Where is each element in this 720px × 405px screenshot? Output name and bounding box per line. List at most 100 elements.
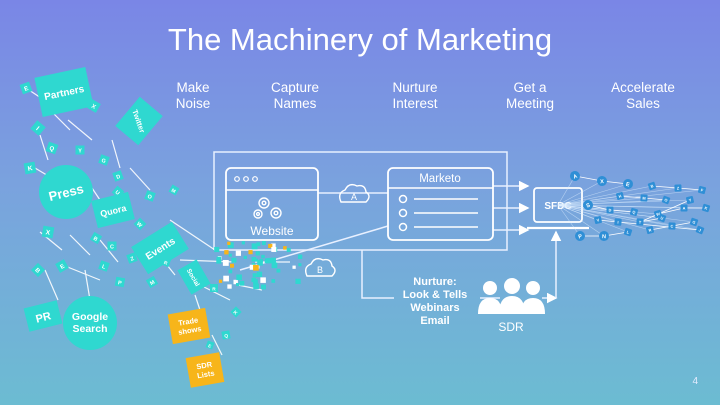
sales-tile: C (668, 222, 676, 230)
marketo-label: Marketo (419, 173, 461, 185)
lead-dot (253, 283, 259, 290)
sales-tile: O (661, 195, 671, 205)
sales-tile: B (647, 181, 657, 191)
source-tile-label: G (100, 158, 106, 165)
sales-tile: N (599, 231, 609, 241)
connector-cloud-b: B (304, 257, 336, 277)
sales-tile-label: G (692, 220, 696, 225)
sales-link (557, 204, 605, 237)
lead-dot (235, 250, 241, 256)
stage-accelerate-sales: Accelerate Sales (611, 80, 675, 111)
source-tile-label: E (24, 86, 30, 93)
source-tile: E (19, 81, 33, 95)
sales-link (657, 207, 685, 215)
lead-dot (255, 251, 260, 256)
people-icon (478, 278, 545, 314)
lead-dot (224, 250, 229, 255)
source-tile: E (205, 340, 215, 350)
marketo-box: Marketo (387, 167, 494, 241)
channel-trade-shows: Tradeshows (167, 307, 211, 345)
source-tile: M (145, 275, 159, 289)
channel-press: Press (39, 165, 93, 219)
source-tile-label: L (101, 264, 107, 271)
source-tile-label: Q (48, 146, 55, 153)
lead-dot (255, 258, 259, 262)
sales-link (557, 175, 576, 206)
sales-tile: S (583, 200, 593, 210)
sales-tile-label: S (586, 203, 592, 210)
source-tile-label: B (92, 236, 98, 243)
source-tile: Y (75, 145, 85, 155)
channel-social: Social (177, 259, 211, 295)
source-tile: R (210, 284, 218, 293)
source-tile: Z (126, 252, 138, 264)
list-icon (398, 194, 478, 232)
sales-link (557, 180, 603, 206)
sales-tile-label: N (602, 234, 606, 240)
lead-dot (271, 243, 276, 248)
sales-tile-label: E (625, 182, 630, 189)
lead-dot (260, 277, 266, 283)
source-tile: M (168, 184, 180, 196)
source-tile: U (111, 185, 125, 199)
lead-dot (251, 256, 257, 262)
source-tile-label: M (170, 188, 176, 195)
sales-tile-label: M (642, 196, 645, 200)
sales-link (677, 187, 703, 191)
source-tile: B (89, 231, 103, 245)
sales-tile: V (594, 216, 602, 224)
slide-title: The Machinery of Marketing (167, 22, 553, 57)
source-tile-label: I (34, 125, 40, 132)
lead-dot (236, 274, 242, 281)
channel-partners: Partners (34, 67, 94, 117)
sales-tile: H (615, 191, 625, 201)
lead-dots (214, 241, 303, 290)
sales-tile: P (575, 231, 585, 241)
sfdc-label: SFDC (544, 201, 571, 212)
sales-tile-label: X (600, 179, 604, 185)
source-tile-label: P (117, 280, 122, 287)
sales-tile-label: B (650, 184, 654, 189)
lead-dot (256, 242, 261, 247)
source-tile-label: E (60, 264, 66, 271)
source-tile: L (98, 260, 110, 272)
lead-dot (271, 246, 277, 252)
lead-dot (252, 273, 257, 278)
source-tile-label: D (116, 174, 122, 181)
lead-dot (243, 255, 247, 259)
lead-dot (227, 284, 232, 289)
sales-tile: D (606, 206, 614, 214)
lead-dot (253, 279, 258, 285)
source-tile-label: C (110, 245, 114, 251)
source-tile-label: X (45, 229, 51, 237)
lead-dot (231, 257, 237, 263)
sales-tile: X (597, 176, 607, 186)
channel-quora: Quora (91, 191, 135, 229)
page-number: 4 (692, 376, 698, 387)
sales-tile-label: O (664, 198, 668, 203)
stage-nurture-interest: Nurture Interest (392, 80, 438, 111)
source-tile: D (112, 170, 124, 182)
lead-dot (218, 279, 223, 283)
source-tile: Q (221, 330, 231, 340)
lead-dot (248, 250, 253, 255)
source-tile: G (98, 154, 110, 166)
source-tile-label: R (212, 287, 216, 293)
lead-dot (251, 262, 256, 267)
sales-tile-label: H (618, 194, 622, 199)
sales-tile: A (570, 171, 580, 181)
sales-tile: T (636, 218, 644, 226)
sales-link (557, 197, 645, 206)
sales-tile-label: U (660, 216, 664, 221)
source-tile: O (144, 190, 156, 202)
lead-dot (270, 257, 276, 263)
source-tile-label: U (114, 190, 121, 197)
lead-dot (261, 241, 266, 246)
sales-link (643, 197, 667, 201)
stage-get-a-meeting: Get a Meeting (505, 80, 555, 111)
sales-tile-label: W (656, 212, 661, 217)
sales-tile-label: I (617, 220, 618, 224)
lead-dot (249, 264, 255, 270)
sales-tile: F (697, 185, 707, 195)
